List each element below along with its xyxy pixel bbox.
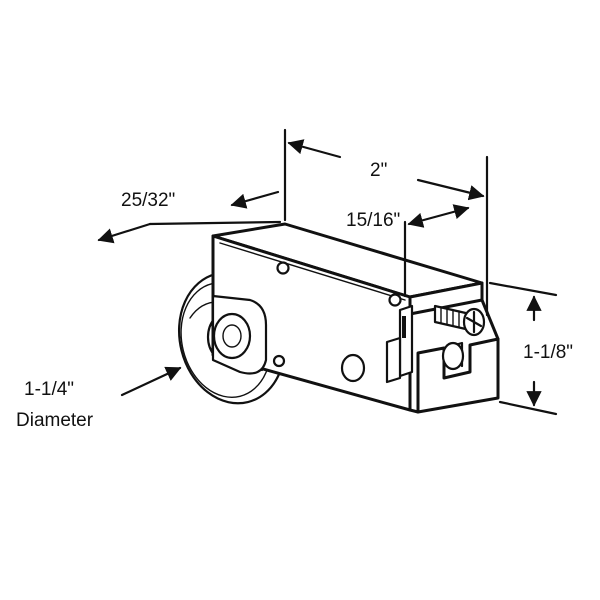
rivet-bottom: [272, 354, 286, 368]
clip-lower-tab: [385, 336, 402, 384]
hub-center: [222, 324, 242, 348]
bracket-wheel: [441, 341, 465, 371]
dim-25-32-extension: [148, 220, 282, 226]
adjusting-screw: [433, 304, 486, 337]
rivet-top-right: [388, 293, 402, 307]
roller-housing: [211, 222, 484, 412]
ext-line-height-bottom: [498, 400, 558, 416]
dim-2in-arrow-right: [416, 178, 485, 201]
adjustment-hole: [340, 353, 366, 383]
dimension-annotations: [97, 128, 558, 416]
diameter-leader-arrow: [120, 366, 182, 397]
bracket-joint: [408, 408, 420, 414]
housing-inner-edge: [219, 242, 406, 301]
label-diameter-word: Diameter: [16, 410, 94, 431]
tension-clip: [385, 304, 414, 384]
dim-25-32-arrow-left: [97, 222, 152, 244]
screw-threads: [440, 306, 460, 328]
ext-line-height-top: [488, 281, 558, 297]
label-height: 1-1/8": [523, 342, 573, 363]
label-width-overall: 2": [370, 160, 387, 181]
label-depth: 25/32": [121, 190, 175, 211]
clip-slot: [402, 316, 406, 338]
label-width-partial: 15/16": [346, 210, 400, 231]
dim-2in-arrow-left: [287, 139, 342, 159]
dim-15-16-arrows: [407, 204, 470, 228]
dim-25-32-arrow-right: [230, 190, 280, 209]
end-bracket: [408, 298, 500, 414]
bracket-edge: [480, 298, 500, 341]
label-diameter-value: 1-1/4": [24, 379, 74, 400]
phillips-slot-icon: [465, 310, 483, 334]
rivet-top-left: [276, 261, 290, 275]
